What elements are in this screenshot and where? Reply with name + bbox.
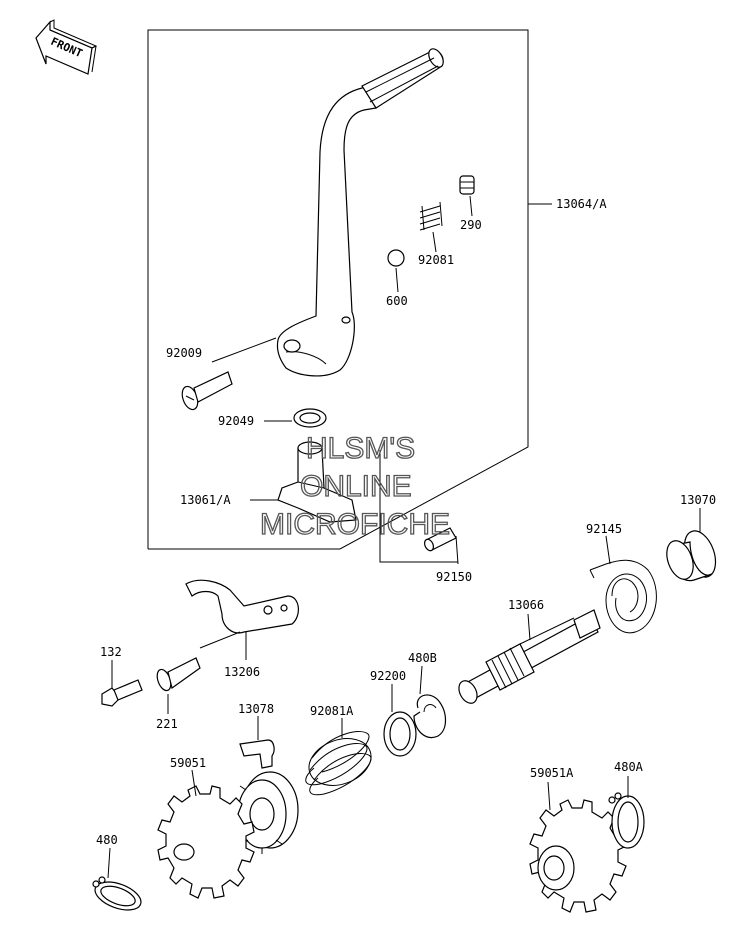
label-92081a: 92081A	[310, 704, 354, 718]
label-59051a: 59051A	[530, 766, 574, 780]
label-480a: 480A	[614, 760, 644, 774]
bolt-pedal-part	[181, 371, 233, 411]
label-13078: 13078	[238, 702, 274, 716]
assembly-outline	[147, 29, 529, 550]
spring-large-part	[305, 731, 372, 796]
watermark: HLSM'S ONLINE MICROFICHE	[259, 431, 450, 541]
label-92049: 92049	[218, 414, 254, 428]
washer-shaft-part	[383, 711, 417, 757]
circlip-part	[92, 876, 142, 911]
label-480b: 480B	[408, 651, 437, 665]
bolt-132-part	[101, 679, 143, 707]
label-480: 480	[96, 833, 118, 847]
label-92081: 92081	[418, 253, 454, 267]
washer-part	[293, 408, 327, 428]
watermark-line1: HLSM'S	[306, 432, 415, 465]
circlip-b-part	[413, 694, 447, 739]
front-arrow-icon: FRONT	[35, 19, 98, 75]
kick-pedal-part	[276, 48, 444, 377]
label-13066: 13066	[508, 598, 544, 612]
spring-cap-part	[459, 175, 475, 195]
kick-shaft-part	[458, 609, 601, 704]
label-290: 290	[460, 218, 482, 232]
label-13061a: 13061/A	[180, 493, 231, 507]
gear-part	[157, 785, 255, 899]
gear-a-part	[529, 799, 627, 913]
ball-part	[387, 249, 405, 267]
label-13206: 13206	[224, 665, 260, 679]
pin-part	[423, 527, 457, 552]
kick-arm-part	[277, 441, 357, 523]
label-92200: 92200	[370, 669, 406, 683]
screw-221-part	[156, 657, 201, 692]
return-spring-part	[589, 559, 657, 634]
guide-part	[185, 579, 299, 634]
watermark-line2: ONLINE	[300, 470, 412, 503]
watermark-line3: MICROFICHE	[260, 508, 450, 541]
label-92009: 92009	[166, 346, 202, 360]
spring-part	[419, 201, 443, 231]
label-221: 221	[156, 717, 178, 731]
label-92150: 92150	[436, 570, 472, 584]
label-13070: 13070	[680, 493, 716, 507]
label-132: 132	[100, 645, 122, 659]
label-59051: 59051	[170, 756, 206, 770]
label-13064a: 13064/A	[556, 197, 607, 211]
collar-part	[666, 530, 717, 582]
label-600: 600	[386, 294, 408, 308]
label-92145: 92145	[586, 522, 622, 536]
